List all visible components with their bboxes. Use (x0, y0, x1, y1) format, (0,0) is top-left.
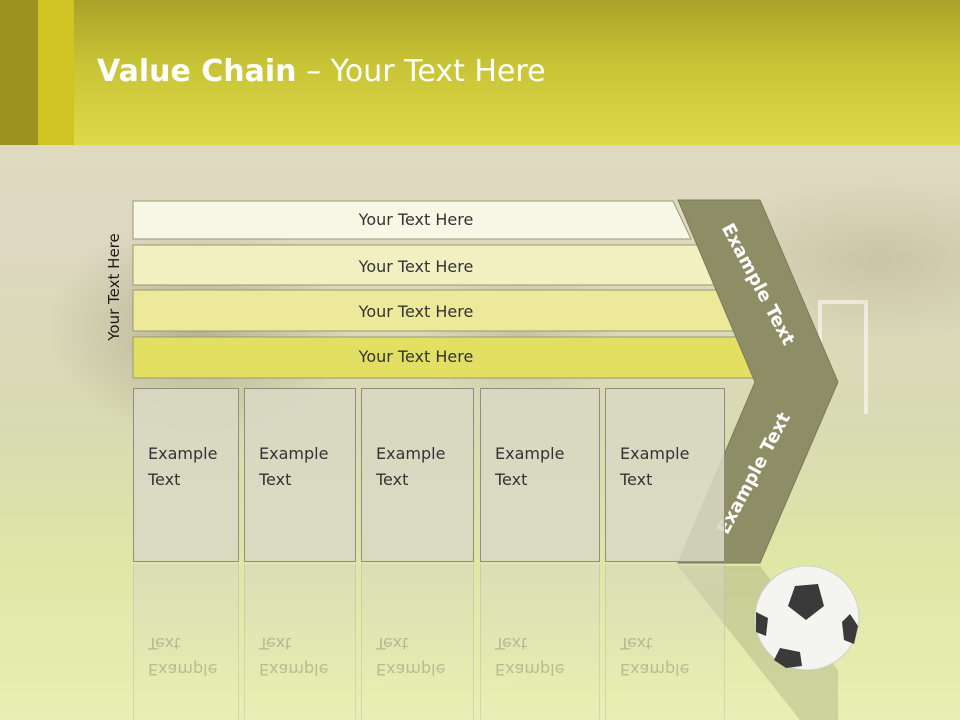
soccer-ball-icon (754, 566, 860, 670)
slide-title-bold: Value Chain (97, 54, 297, 89)
example-box-2-line2: Text (259, 470, 292, 489)
example-box-4[interactable]: Example Text (480, 388, 600, 562)
bar-4-label: Your Text Here (358, 347, 474, 366)
example-box-1-line2: Text (148, 470, 181, 489)
example-box-4-line2: Text (495, 470, 528, 489)
bar-2-label: Your Text Here (358, 257, 474, 276)
banner-stripe-light (38, 0, 74, 145)
example-box-1[interactable]: Example Text (133, 388, 239, 562)
title-banner: Value Chain – Your Text Here (0, 0, 960, 145)
example-box-3[interactable]: Example Text (361, 388, 474, 562)
bar-1-label: Your Text Here (358, 210, 474, 229)
banner-stripe-dark (0, 0, 38, 145)
example-box-2-line1: Example (259, 444, 329, 463)
slide-title[interactable]: Value Chain – Your Text Here (97, 54, 546, 89)
example-box-5-line2: Text (620, 470, 653, 489)
example-box-2[interactable]: Example Text (244, 388, 356, 562)
example-box-5-line1: Example (620, 444, 690, 463)
example-box-1-line1: Example (148, 444, 218, 463)
example-box-3-line2: Text (376, 470, 409, 489)
slide-title-rest: – Your Text Here (296, 54, 546, 89)
example-box-3-line1: Example (376, 444, 446, 463)
example-box-5[interactable]: Example Text (605, 388, 725, 562)
bar-3-label: Your Text Here (358, 302, 474, 321)
bar-1[interactable] (132, 200, 692, 240)
example-box-4-line1: Example (495, 444, 565, 463)
